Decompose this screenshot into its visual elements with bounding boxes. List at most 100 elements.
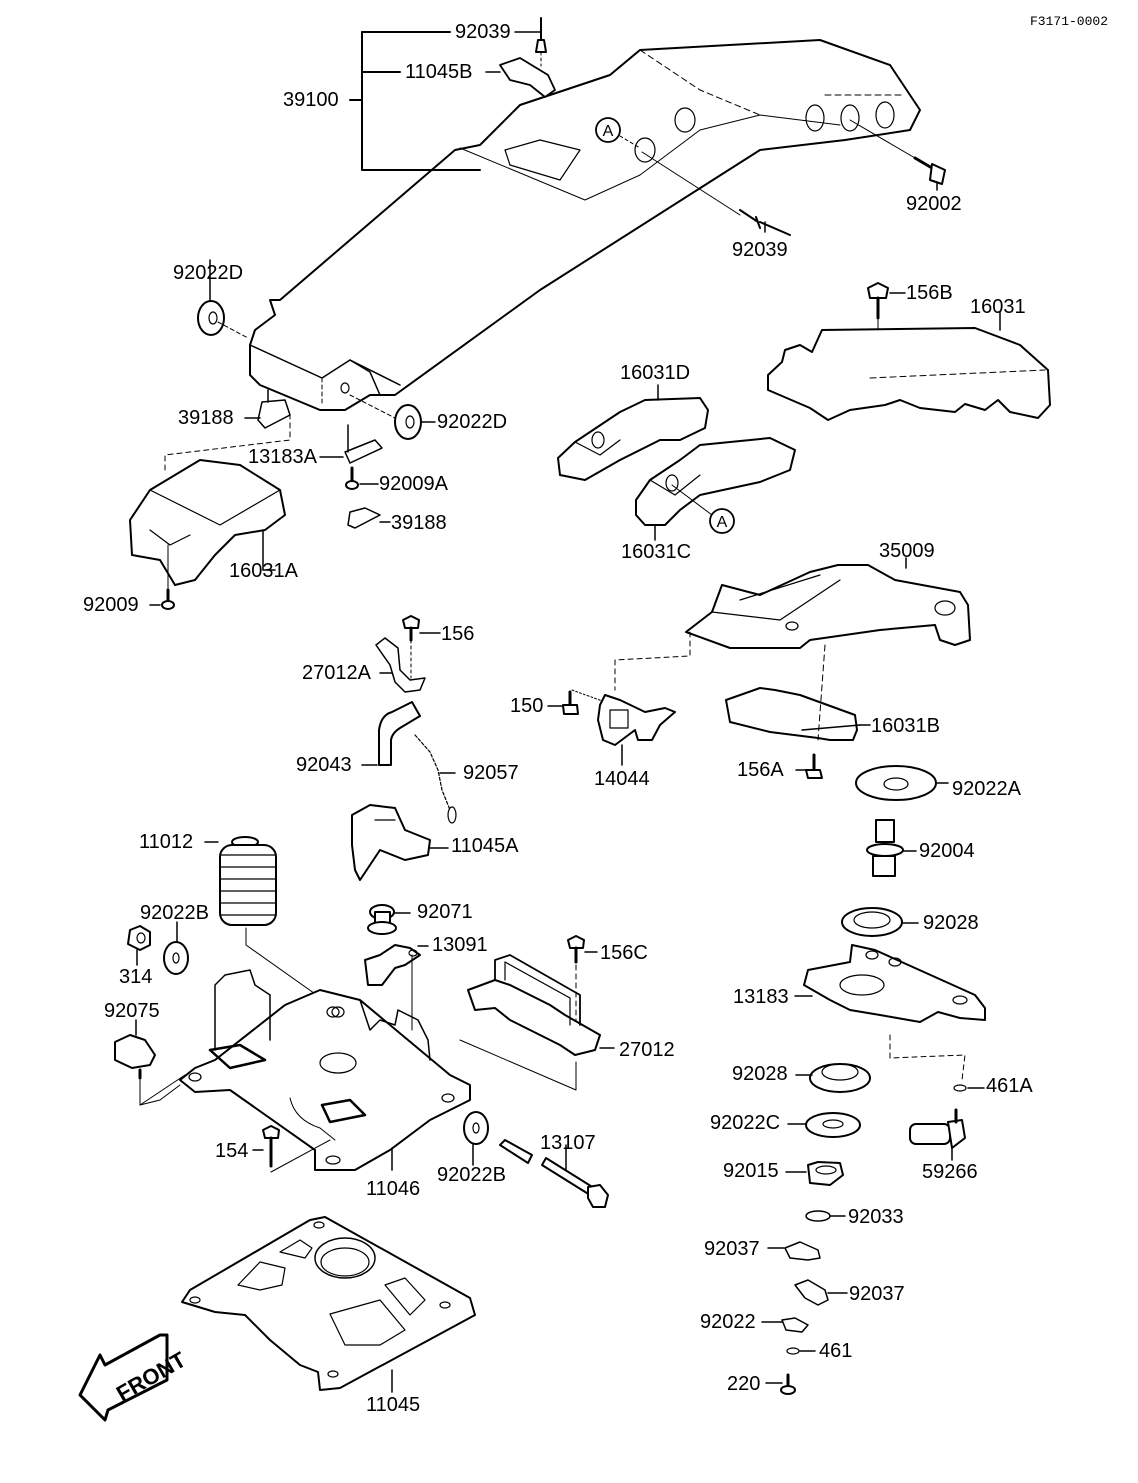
part-label-92039-mid: 92039	[732, 239, 788, 261]
part-label-154: 154	[215, 1140, 249, 1162]
pad-39188-left	[257, 399, 291, 429]
part-label-11045A: 11045A	[451, 835, 519, 857]
part-label-150: 150	[510, 695, 544, 717]
part-label-92075: 92075	[104, 1000, 160, 1022]
boot-11012	[204, 836, 336, 1009]
part-label-92022C: 92022C	[710, 1112, 781, 1134]
base-11046	[139, 969, 471, 1171]
pad-39188-right	[347, 507, 381, 529]
part-label-27012A: 27012A	[302, 662, 371, 684]
part-label-92037-right: 92037	[849, 1283, 905, 1305]
cap-92075	[114, 1019, 186, 1106]
washer-92022D-right	[349, 394, 436, 440]
clamp-92037-left	[784, 1241, 821, 1261]
chain-92057	[414, 734, 457, 824]
part-label-14044: 14044	[594, 768, 650, 790]
bracket-27012A	[375, 637, 426, 693]
part-label-92022: 92022	[700, 1311, 756, 1333]
plate-11045	[181, 1216, 476, 1393]
part-label-92009A: 92009A	[379, 473, 448, 495]
part-label-13183: 13183	[733, 986, 789, 1008]
clip-92033	[805, 1210, 831, 1222]
part-label-11045B: 11045B	[405, 61, 473, 83]
handle-27012	[459, 954, 615, 1091]
part-label-461A: 461A	[986, 1075, 1033, 1097]
cover-39100-drawing	[249, 39, 921, 411]
grommet-92028-top	[841, 907, 919, 937]
part-label-16031C: 16031C	[621, 541, 692, 563]
pin-13107	[499, 1139, 609, 1208]
clip-92022	[781, 1317, 809, 1333]
part-label-92022D-left: 92022D	[173, 262, 244, 284]
bolt-92002	[849, 119, 946, 191]
bolt-156	[402, 615, 441, 679]
screw-92009	[149, 544, 175, 610]
part-label-92033: 92033	[848, 1206, 904, 1228]
bolt-156A	[795, 753, 823, 779]
nut-314	[127, 925, 151, 966]
part-label-39188-left: 39188	[178, 407, 234, 429]
part-label-13091: 13091	[432, 934, 488, 956]
plate-92022A	[855, 765, 949, 801]
part-label-156: 156	[441, 623, 475, 645]
bracket-13091	[364, 944, 429, 1031]
clip-11045B	[499, 57, 556, 98]
part-label-92043: 92043	[296, 754, 352, 776]
part-label-11012: 11012	[139, 831, 194, 853]
screw-220	[765, 1373, 796, 1395]
part-label-59266: 59266	[922, 1161, 978, 1183]
part-label-92028-bottom: 92028	[732, 1063, 788, 1085]
washer-92022B-right	[463, 1111, 489, 1166]
part-label-92037-left: 92037	[704, 1238, 760, 1260]
washer-92022B-left	[163, 921, 189, 975]
part-label-314: 314	[119, 966, 153, 988]
part-label-16031D: 16031D	[620, 362, 691, 384]
bolt-154	[252, 1125, 331, 1173]
part-label-220: 220	[727, 1373, 761, 1395]
washer-92022D-left	[197, 259, 249, 339]
lever-92043	[361, 701, 421, 766]
part-label-92015: 92015	[723, 1160, 779, 1182]
screw-150	[547, 689, 606, 715]
block-16031B	[725, 644, 871, 741]
rivet-92039-mid	[641, 151, 791, 236]
part-label-92071: 92071	[417, 901, 473, 923]
plate-13183A	[344, 439, 383, 464]
clamp-92037-right	[794, 1279, 829, 1306]
bracket-35009	[614, 557, 971, 691]
ref-marker-a-top	[595, 117, 641, 149]
part-label-156C: 156C	[600, 942, 648, 964]
screw-92009A	[345, 466, 379, 490]
part-label-27012: 27012	[619, 1039, 675, 1061]
plate-13183	[794, 944, 986, 1081]
holder-11045A	[351, 804, 449, 881]
part-label-92022D-right: 92022D	[437, 411, 508, 433]
part-label-92022B-left: 92022B	[140, 902, 209, 924]
part-label-461: 461	[819, 1340, 853, 1362]
grommet-92028-bottom	[795, 1063, 871, 1093]
part-label-92022A: 92022A	[952, 778, 1021, 800]
part-label-13183A: 13183A	[248, 446, 317, 468]
part-label-11045: 11045	[366, 1394, 421, 1416]
figure-code: F3171-0002	[1030, 14, 1109, 29]
part-label-13107: 13107	[540, 1132, 596, 1154]
stud-92004	[866, 819, 917, 877]
grommet-92071	[367, 904, 411, 935]
block-16031D	[557, 384, 709, 481]
clip-461A	[953, 1084, 967, 1092]
block-16031C	[635, 437, 796, 541]
washer-92022C	[787, 1112, 861, 1138]
block-16031A	[129, 459, 286, 586]
part-label-92009: 92009	[83, 594, 139, 616]
ref-marker-a-bottom-label: A	[717, 514, 728, 531]
part-label-39100: 39100	[283, 89, 339, 111]
nut-92015	[785, 1161, 844, 1186]
part-label-156B: 156B	[906, 282, 953, 304]
part-label-156A: 156A	[737, 759, 784, 781]
latch-14044	[597, 694, 676, 766]
part-label-92004: 92004	[919, 840, 975, 862]
part-label-92002: 92002	[906, 193, 962, 215]
part-label-16031B: 16031B	[871, 715, 940, 737]
